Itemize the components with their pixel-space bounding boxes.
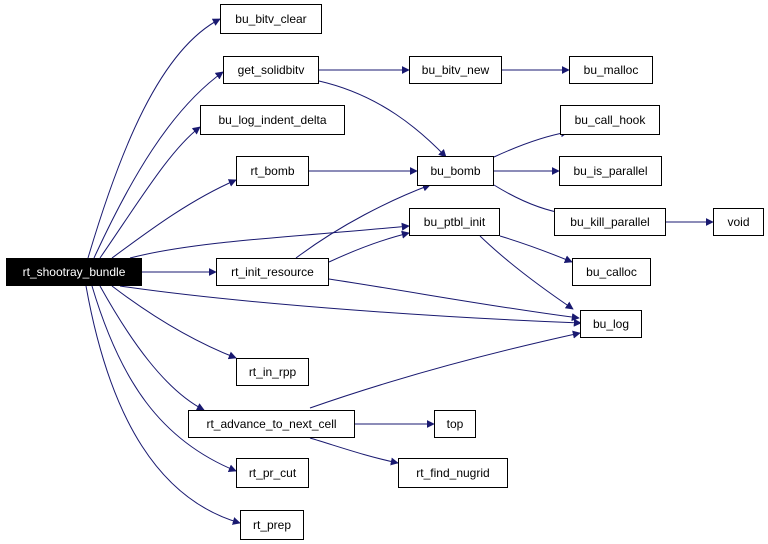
node-rt-shootray-bundle[interactable]: rt_shootray_bundle [6, 258, 142, 286]
node-rt-init-resource[interactable]: rt_init_resource [216, 258, 329, 286]
edge-rt-shootray-bundle-to-rt-pr-cut [91, 285, 237, 472]
node-rt-pr-cut[interactable]: rt_pr_cut [236, 458, 309, 488]
node-rt-in-rpp[interactable]: rt_in_rpp [236, 358, 309, 386]
edge-rt-shootray-bundle-to-bu-log [119, 285, 582, 327]
node-bu-log[interactable]: bu_log [580, 310, 642, 338]
edge-rt-init-resource-to-bu-ptbl-init [328, 230, 410, 263]
node-bu-kill-parallel[interactable]: bu_kill_parallel [554, 208, 666, 236]
edge-rt-shootray-bundle-to-rt-prep [85, 285, 241, 525]
node-bu-call-hook[interactable]: bu_call_hook [560, 105, 660, 135]
node-bu-bomb[interactable]: bu_bomb [417, 156, 494, 186]
edge-rt-shootray-bundle-to-rt-bomb [111, 179, 237, 259]
node-rt-find-nugrid[interactable]: rt_find_nugrid [398, 458, 508, 488]
edge-rt-shootray-bundle-to-bu-log-indent-delta [99, 126, 201, 259]
node-rt-prep[interactable]: rt_prep [240, 510, 304, 540]
edge-rt-advance-to-next-cell-to-bu-log [309, 330, 581, 409]
edge-rt-shootray-bundle-to-bu-ptbl-init [129, 222, 410, 259]
edge-bu-ptbl-init-to-bu-calloc [499, 235, 573, 263]
edge-bu-ptbl-init-to-bu-log [479, 235, 574, 310]
node-bu-bitv-new[interactable]: bu_bitv_new [409, 56, 502, 84]
node-bu-is-parallel[interactable]: bu_is_parallel [559, 156, 662, 186]
node-bu-log-indent-delta[interactable]: bu_log_indent_delta [200, 105, 345, 135]
edge-get-solidbitv-to-bu-bomb [318, 80, 447, 158]
node-bu-ptbl-init[interactable]: bu_ptbl_init [409, 208, 500, 236]
edge-rt-shootray-bundle-to-rt-in-rpp [111, 285, 237, 360]
node-rt-advance-to-next-cell[interactable]: rt_advance_to_next_cell [188, 410, 355, 438]
node-bu-bitv-clear[interactable]: bu_bitv_clear [220, 4, 322, 34]
edge-bu-bomb-to-bu-call-hook [493, 129, 569, 158]
edge-rt-shootray-bundle-to-bu-bitv-clear [87, 18, 221, 259]
node-bu-malloc[interactable]: bu_malloc [569, 56, 653, 84]
node-void[interactable]: void [713, 208, 764, 236]
node-rt-bomb[interactable]: rt_bomb [236, 156, 309, 186]
edge-rt-shootray-bundle-to-get-solidbitv [93, 71, 224, 259]
node-top[interactable]: top [434, 410, 476, 438]
edge-rt-shootray-bundle-to-rt-advance-to-next-cell [99, 285, 205, 411]
edge-rt-advance-to-next-cell-to-rt-find-nugrid [309, 437, 399, 466]
edge-rt-init-resource-to-bu-bomb [295, 183, 431, 259]
edge-rt-init-resource-to-bu-log [328, 278, 580, 322]
node-bu-calloc[interactable]: bu_calloc [572, 258, 651, 286]
node-get-solidbitv[interactable]: get_solidbitv [223, 56, 319, 84]
